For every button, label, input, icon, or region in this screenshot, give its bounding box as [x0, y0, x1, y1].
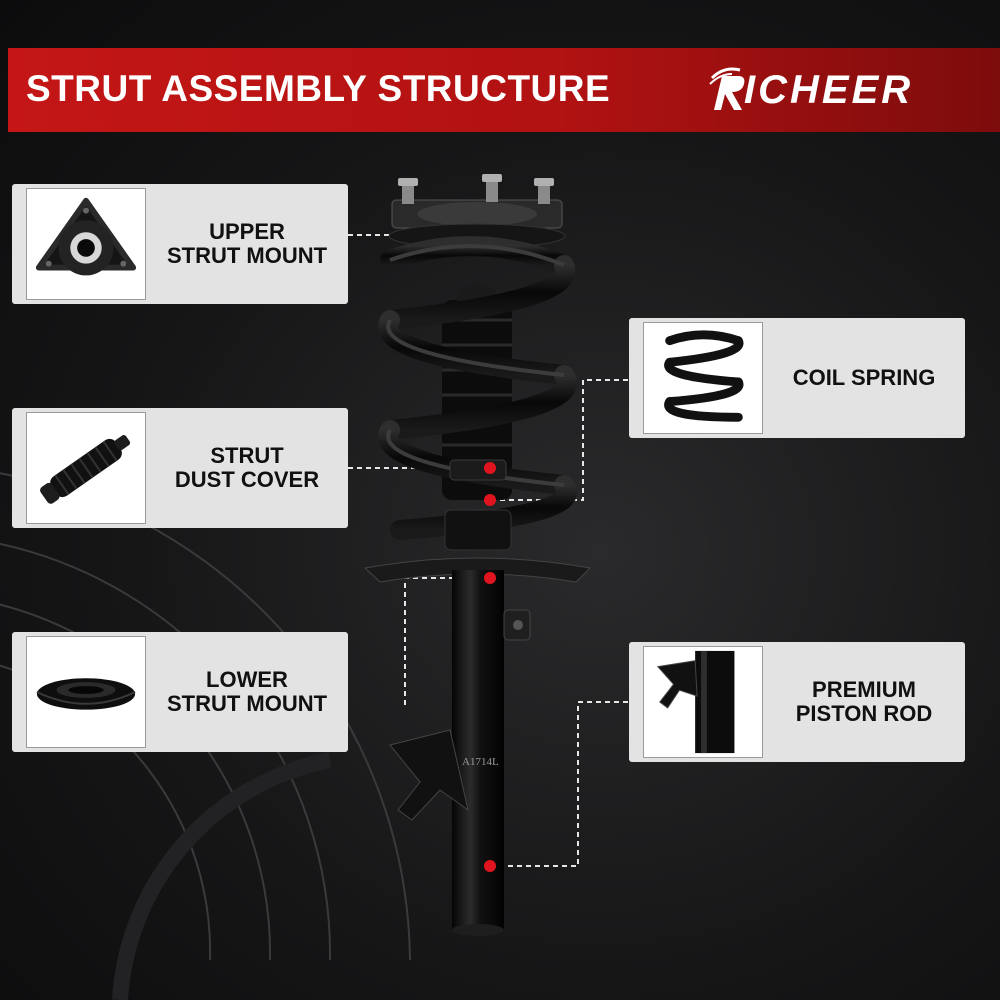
- piston-rod-icon: [656, 650, 735, 754]
- brand-logo: ICHEER: [708, 64, 983, 116]
- coil-spring-label: COIL SPRING: [792, 365, 936, 390]
- upper-strut-mount-thumb: [26, 188, 146, 300]
- brand-name: ICHEER: [744, 67, 914, 112]
- piston-rod-label: PREMIUM PISTON ROD: [795, 677, 933, 726]
- strut-assembly-image: A1714L: [363, 174, 592, 936]
- dust-boot-icon: [40, 435, 131, 504]
- card-upper-strut-mount: UPPER STRUT MOUNT: [12, 184, 348, 304]
- strut-mount-icon: [35, 197, 137, 276]
- header-banner: STRUT ASSEMBLY STRUCTURE ICHEER: [8, 48, 1000, 132]
- coil-spring-icon: [664, 330, 744, 422]
- card-premium-piston-rod: PREMIUM PISTON ROD: [629, 642, 965, 762]
- strut-part-number: A1714L: [462, 756, 499, 768]
- lower-strut-mount-label: LOWER STRUT MOUNT: [166, 667, 328, 716]
- spring-seat-icon: [36, 678, 136, 710]
- piston-rod-thumb: [643, 646, 763, 758]
- marker-lower-mount: [484, 572, 496, 584]
- brand-mark-icon: [709, 67, 745, 110]
- coil-spring-thumb: [643, 322, 763, 434]
- upper-strut-mount-label: UPPER STRUT MOUNT: [166, 219, 328, 268]
- strut-dust-cover-label: STRUT DUST COVER: [174, 443, 320, 492]
- marker-coil-spring: [484, 494, 496, 506]
- card-strut-dust-cover: STRUT DUST COVER: [12, 408, 348, 528]
- marker-piston-rod: [484, 860, 496, 872]
- marker-dust-cover: [484, 462, 496, 474]
- card-lower-strut-mount: LOWER STRUT MOUNT: [12, 632, 348, 752]
- lower-strut-mount-thumb: [26, 636, 146, 748]
- strut-dust-cover-thumb: [26, 412, 146, 524]
- card-coil-spring: COIL SPRING: [629, 318, 965, 438]
- page-title: STRUT ASSEMBLY STRUCTURE: [26, 68, 611, 109]
